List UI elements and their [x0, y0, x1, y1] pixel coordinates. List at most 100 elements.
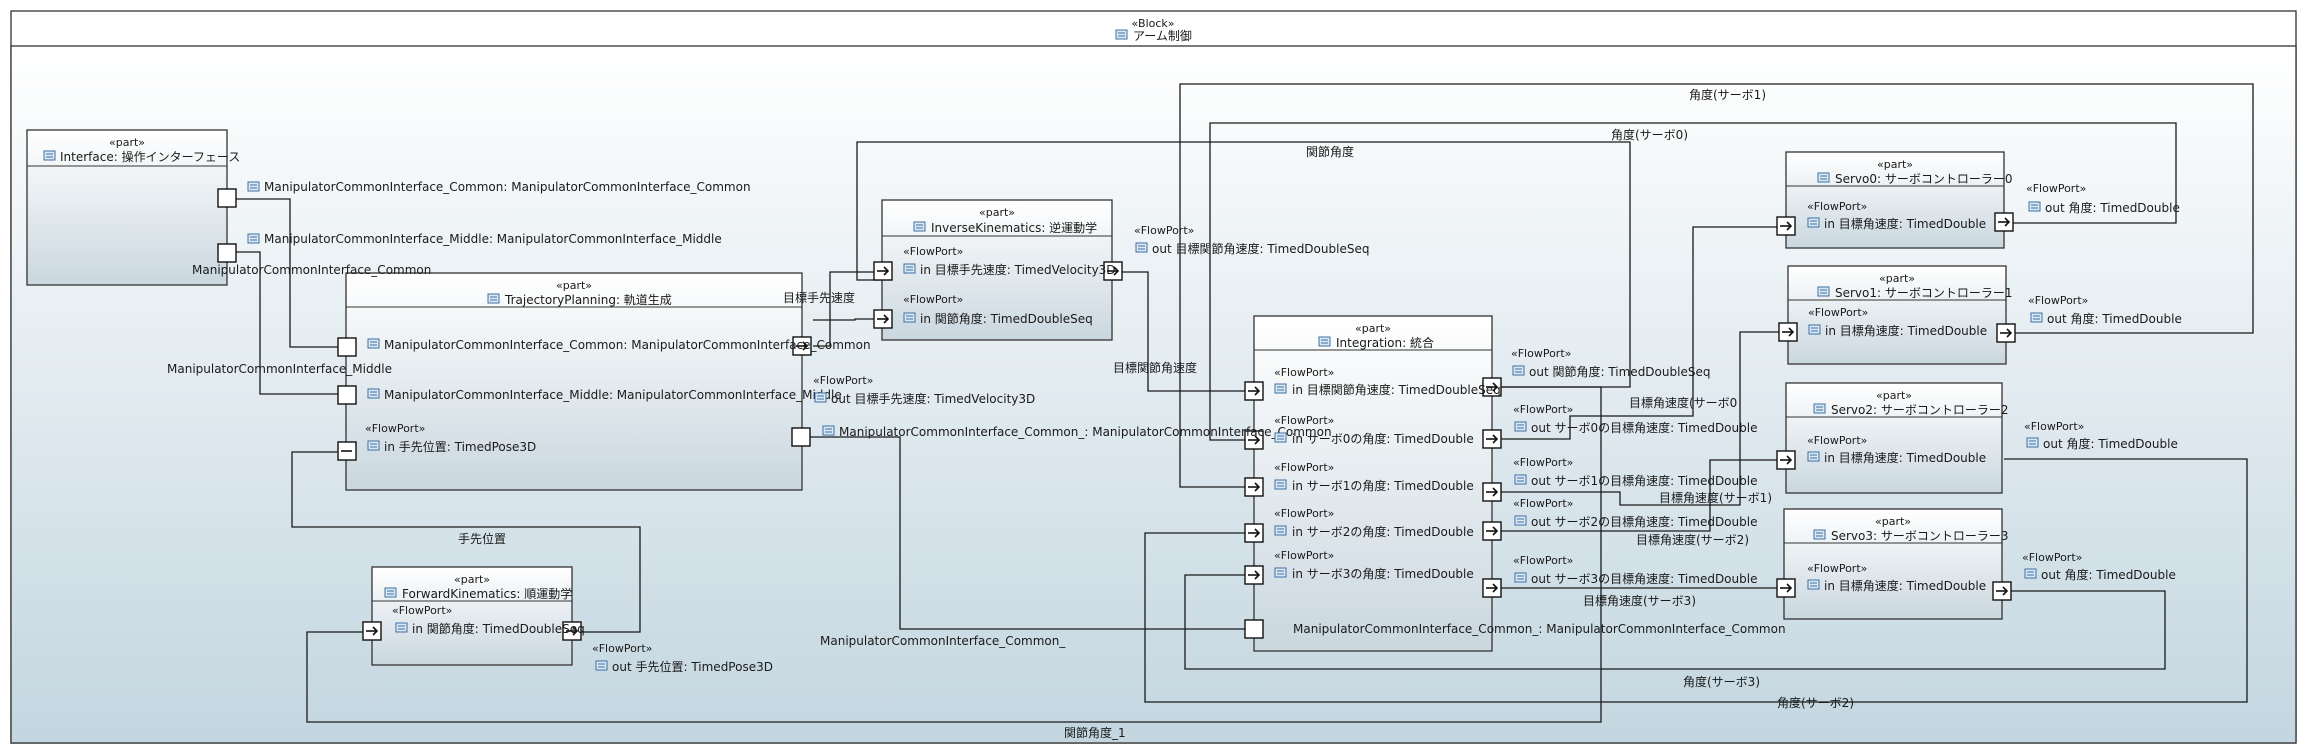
svg-text:«FlowPort»: «FlowPort»: [1513, 456, 1573, 469]
servo0-block[interactable]: «part» Servo0: サーボコントローラー0: [1785, 151, 2013, 249]
interface-block[interactable]: «part» Interface: 操作インターフェース: [26, 129, 240, 286]
svg-text:«FlowPort»: «FlowPort»: [1807, 434, 1867, 447]
connector-label: 目標手先速度: [783, 290, 855, 305]
svg-text:«FlowPort»: «FlowPort»: [2022, 551, 2082, 564]
svg-text:«FlowPort»: «FlowPort»: [1274, 507, 1334, 520]
svg-text:«FlowPort»: «FlowPort»: [1513, 554, 1573, 567]
port-label: ManipulatorCommonInterface_Common: Manip…: [264, 180, 751, 194]
block-title: ForwardKinematics: 順運動学: [402, 586, 572, 601]
fk-block[interactable]: «part» ForwardKinematics: 順運動学: [371, 566, 573, 666]
port-label: out サーボ3の目標角速度: TimedDouble: [1531, 571, 1757, 586]
port-label: in サーボ0の角度: TimedDouble: [1292, 431, 1474, 446]
svg-text:«FlowPort»: «FlowPort»: [1808, 306, 1868, 319]
svg-text:«FlowPort»: «FlowPort»: [1274, 549, 1334, 562]
part-icon: [1318, 336, 1331, 347]
svg-text:out 角度: TimedDouble: out 角度: TimedDouble: [2041, 567, 2176, 582]
outer-title: アーム制御: [1133, 28, 1192, 43]
connector-label: 角度(サーボ0): [1611, 127, 1688, 142]
connector-label: 目標角速度(サーボ3): [1583, 593, 1696, 608]
part-icon: [1817, 286, 1830, 297]
block-title: InverseKinematics: 逆運動学: [931, 220, 1097, 235]
trajectory-block[interactable]: «part» TrajectoryPlanning: 軌道生成: [345, 272, 803, 491]
servo2-block[interactable]: «part» Servo2: サーボコントローラー2: [1785, 382, 2009, 494]
outer-stereotype: «Block»: [1131, 17, 1174, 30]
block-stereotype: «part»: [979, 206, 1015, 219]
connector-label: 角度(サーボ2): [1777, 695, 1854, 710]
svg-text:out 角度: TimedDouble: out 角度: TimedDouble: [2047, 311, 2182, 326]
port-tp-middle[interactable]: [337, 385, 357, 405]
port-label: out サーボ0の目標角速度: TimedDouble: [1531, 420, 1757, 435]
port-label: out 目標手先速度: TimedVelocity3D: [831, 391, 1035, 406]
port-label: in 手先位置: TimedPose3D: [384, 439, 536, 454]
servo1-block[interactable]: «part» Servo1: サーボコントローラー1: [1787, 265, 2013, 365]
flowport-stereotype: «FlowPort»: [903, 293, 963, 306]
block-icon: [1115, 29, 1128, 40]
svg-text:«FlowPort»: «FlowPort»: [1274, 366, 1334, 379]
port-label: in サーボ2の角度: TimedDouble: [1292, 524, 1474, 539]
block-title: Servo0: サーボコントローラー0: [1835, 172, 2013, 186]
port-interface-middle[interactable]: [217, 243, 237, 263]
port-label: out サーボ2の目標角速度: TimedDouble: [1531, 514, 1757, 529]
connector-label: 目標角速度(サーボ0: [1629, 395, 1737, 410]
connector-labels: ManipulatorCommonInterface_Common Manipu…: [167, 87, 1854, 740]
svg-text:in 目標角速度: TimedDouble: in 目標角速度: TimedDouble: [1824, 450, 1986, 465]
flowport-stereotype: «FlowPort»: [365, 422, 425, 435]
block-stereotype: «part»: [454, 573, 490, 586]
port-label: in 関節角度: TimedDoubleSeq: [412, 621, 585, 636]
svg-text:«FlowPort»: «FlowPort»: [1513, 403, 1573, 416]
port-label: in サーボ3の角度: TimedDouble: [1292, 566, 1474, 581]
flowport-stereotype: «FlowPort»: [1134, 224, 1194, 237]
svg-text:«FlowPort»: «FlowPort»: [1511, 347, 1571, 360]
port-labels: ManipulatorCommonInterface_Common: Manip…: [247, 180, 2182, 674]
port-label: ManipulatorCommonInterface_Middle: Manip…: [264, 232, 722, 246]
servo3-block[interactable]: «part» Servo3: サーボコントローラー3: [1783, 508, 2009, 620]
svg-text:«FlowPort»: «FlowPort»: [1807, 562, 1867, 575]
flowport-stereotype: «FlowPort»: [903, 245, 963, 258]
port-tp-common-out[interactable]: [791, 427, 811, 447]
port-interface-common[interactable]: [217, 188, 237, 208]
ik-block[interactable]: «part» InverseKinematics: 逆運動学: [881, 199, 1113, 341]
block-title: Servo3: サーボコントローラー3: [1831, 529, 2009, 543]
part-icon: [384, 587, 397, 598]
port-label: in サーボ1の角度: TimedDouble: [1292, 478, 1474, 493]
block-title: TrajectoryPlanning: 軌道生成: [504, 292, 672, 307]
port-label: ManipulatorCommonInterface_Common_: Mani…: [839, 425, 1332, 439]
port-int-common[interactable]: [1244, 619, 1264, 639]
connector-label: 手先位置: [458, 531, 506, 546]
port-label: out 関節角度: TimedDoubleSeq: [1529, 364, 1710, 379]
port-label: ManipulatorCommonInterface_Common: Manip…: [384, 338, 871, 352]
block-title: Servo1: サーボコントローラー1: [1835, 286, 2013, 300]
connector-label: 関節角度: [1306, 144, 1354, 159]
block-stereotype: «part»: [1875, 515, 1911, 528]
svg-text:«FlowPort»: «FlowPort»: [1274, 414, 1334, 427]
svg-text:in 目標角速度: TimedDouble: in 目標角速度: TimedDouble: [1825, 323, 1987, 338]
port-tp-common[interactable]: [337, 337, 357, 357]
connector-label: 目標関節角速度: [1113, 360, 1197, 375]
svg-text:out 角度: TimedDouble: out 角度: TimedDouble: [2045, 200, 2180, 215]
port-label: out サーボ1の目標角速度: TimedDouble: [1531, 473, 1757, 488]
connector-label: 目標角速度(サーボ2): [1636, 532, 1749, 547]
block-title: Interface: 操作インターフェース: [60, 149, 240, 164]
part-icon: [1817, 172, 1830, 183]
flowport-stereotype: «FlowPort»: [392, 604, 452, 617]
svg-text:in 目標角速度: TimedDouble: in 目標角速度: TimedDouble: [1824, 216, 1986, 231]
block-stereotype: «part»: [1879, 272, 1915, 285]
port-label: out 手先位置: TimedPose3D: [612, 659, 773, 674]
connector-label: 角度(サーボ1): [1689, 87, 1766, 102]
svg-text:«FlowPort»: «FlowPort»: [2026, 182, 2086, 195]
connector-label: ManipulatorCommonInterface_Common: [192, 263, 431, 277]
ports[interactable]: [217, 188, 2016, 641]
svg-text:«FlowPort»: «FlowPort»: [1807, 200, 1867, 213]
port-label: ManipulatorCommonInterface_Common_: Mani…: [1293, 622, 1786, 636]
port-label: out 目標関節角速度: TimedDoubleSeq: [1152, 241, 1369, 256]
svg-text:out 角度: TimedDouble: out 角度: TimedDouble: [2043, 436, 2178, 451]
svg-text:in 目標角速度: TimedDouble: in 目標角速度: TimedDouble: [1824, 578, 1986, 593]
port-label: in 関節角度: TimedDoubleSeq: [920, 311, 1093, 326]
connectors: [236, 83, 2254, 723]
svg-text:«FlowPort»: «FlowPort»: [2028, 294, 2088, 307]
connector-label: 関節角度_1: [1064, 725, 1126, 740]
part-icon: [913, 221, 926, 232]
part-icon: [487, 293, 500, 304]
block-stereotype: «part»: [1877, 158, 1913, 171]
